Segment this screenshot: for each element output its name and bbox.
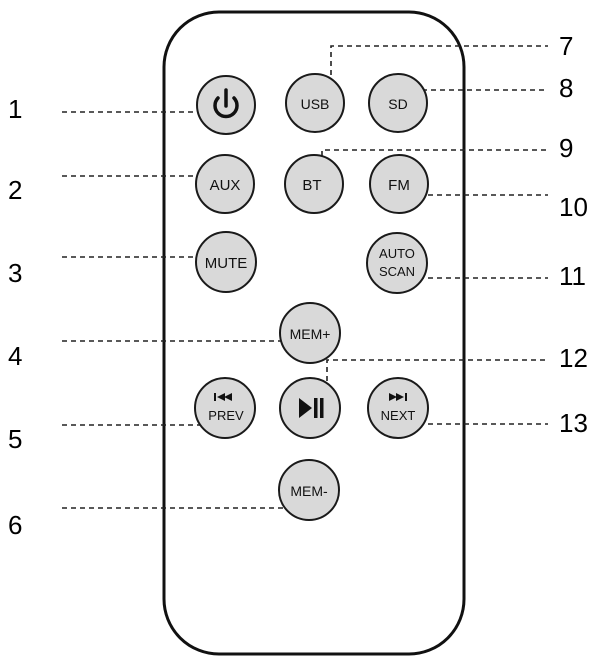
callout-number-8: 8 xyxy=(559,73,573,103)
auto-scan-button[interactable]: AUTO SCAN xyxy=(366,232,428,294)
bt-button[interactable]: BT xyxy=(284,154,344,214)
mute-button[interactable]: MUTE xyxy=(195,231,257,293)
callout-number-5: 5 xyxy=(8,424,22,454)
mute-button-label: MUTE xyxy=(205,255,248,272)
callout-number-4: 4 xyxy=(8,341,22,371)
usb-button-label: USB xyxy=(301,96,330,112)
leader-lines-left xyxy=(62,111,305,509)
callout-number-10: 10 xyxy=(559,192,588,222)
bt-button-label: BT xyxy=(302,177,321,194)
callout-number-1: 1 xyxy=(8,94,22,124)
callout-number-7: 7 xyxy=(559,31,573,61)
auto-scan-button-label-line1: AUTO xyxy=(379,246,415,261)
skip-forward-icon xyxy=(389,393,407,401)
next-button[interactable]: NEXT xyxy=(367,377,429,439)
mem-minus-button[interactable]: MEM- xyxy=(278,459,340,521)
play-pause-button[interactable] xyxy=(279,377,341,439)
callout-number-9: 9 xyxy=(559,133,573,163)
auto-scan-button-label-line2: SCAN xyxy=(379,264,415,279)
callout-number-3: 3 xyxy=(8,258,22,288)
fm-button[interactable]: FM xyxy=(369,154,429,214)
fm-button-label: FM xyxy=(388,177,410,194)
usb-button[interactable]: USB xyxy=(285,73,345,133)
aux-button-label: AUX xyxy=(210,177,241,194)
mem-minus-button-label: MEM- xyxy=(290,483,328,499)
prev-button[interactable]: PREV xyxy=(194,377,256,439)
callout-numbers: 1 2 3 4 5 6 7 8 9 10 11 12 13 xyxy=(8,31,588,540)
callout-number-11: 11 xyxy=(559,261,586,291)
power-button[interactable] xyxy=(196,75,256,135)
callout-number-6: 6 xyxy=(8,510,22,540)
power-icon xyxy=(213,88,239,119)
next-button-label: NEXT xyxy=(381,408,416,423)
sd-button[interactable]: SD xyxy=(368,73,428,133)
skip-back-icon xyxy=(214,393,232,401)
play-pause-icon xyxy=(299,398,324,418)
callout-number-13: 13 xyxy=(559,408,588,438)
prev-button-label: PREV xyxy=(208,408,244,423)
mem-plus-button[interactable]: MEM+ xyxy=(279,302,341,364)
callout-number-2: 2 xyxy=(8,175,22,205)
mem-plus-button-label: MEM+ xyxy=(290,326,331,342)
sd-button-label: SD xyxy=(388,96,407,112)
callout-number-12: 12 xyxy=(559,343,588,373)
aux-button[interactable]: AUX xyxy=(195,154,255,214)
